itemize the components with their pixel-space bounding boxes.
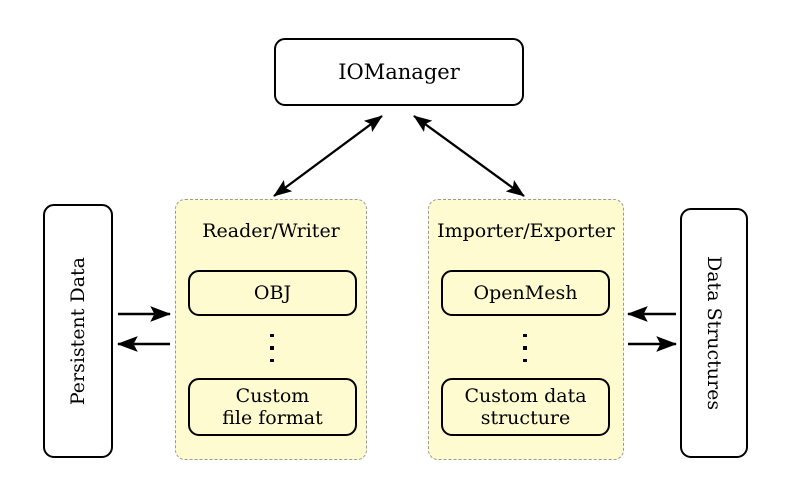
panel-importer-exporter-title: Importer/Exporter (437, 220, 615, 242)
iomanager-label: IOManager (338, 59, 460, 84)
node-custom-data-structure-label-line1: Custom data (464, 384, 587, 407)
edge-iomanager-reader-writer (273, 115, 383, 197)
node-openmesh-label: OpenMesh (473, 281, 578, 304)
edge-iomanager-importer-exporter (413, 115, 525, 197)
node-custom-file-format[interactable]: Custom file format (188, 378, 357, 436)
node-custom-data-structure[interactable]: Custom data structure (441, 378, 610, 436)
node-iomanager[interactable]: IOManager (274, 38, 524, 106)
node-data-structures[interactable]: Data Structures (680, 208, 748, 458)
data-structures-label: Data Structures (703, 255, 726, 411)
node-obj-label: OBJ (253, 281, 292, 304)
node-custom-data-structure-label-line2: structure (480, 407, 571, 429)
node-custom-file-format-label-line1: Custom (235, 384, 310, 407)
node-openmesh[interactable]: OpenMesh (441, 270, 610, 316)
panel-reader-writer-title: Reader/Writer (202, 220, 340, 242)
ellipsis-importer-exporter (515, 334, 535, 362)
ellipsis-reader-writer (262, 334, 282, 362)
node-persistent-data[interactable]: Persistent Data (43, 204, 113, 458)
node-custom-file-format-label-line2: file format (222, 407, 323, 429)
persistent-data-label: Persistent Data (66, 256, 89, 406)
node-obj[interactable]: OBJ (188, 270, 357, 316)
